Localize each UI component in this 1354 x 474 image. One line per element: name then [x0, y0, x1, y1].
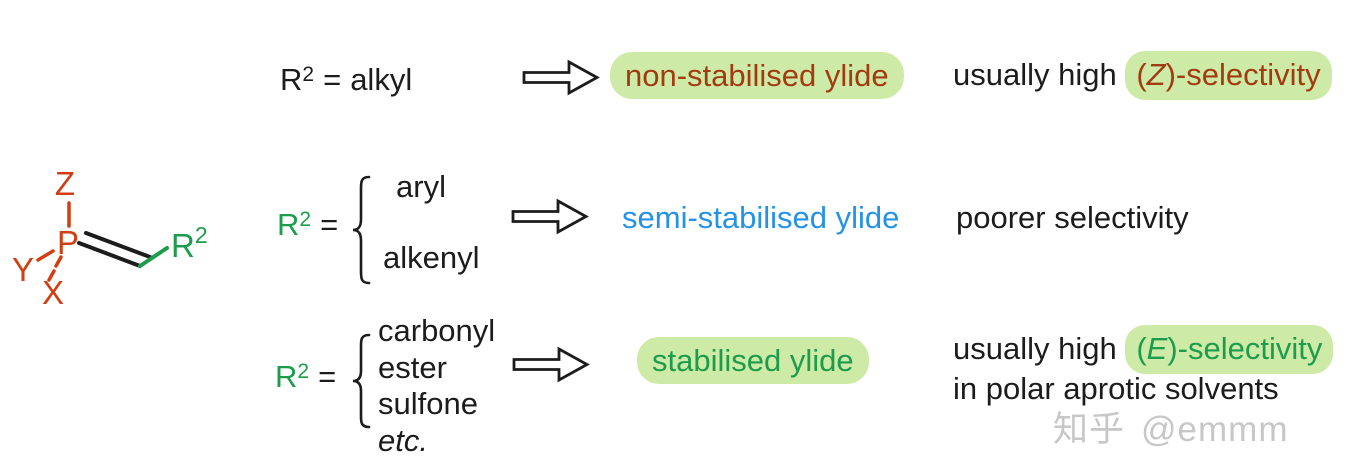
- row3-options: carbonyl ester sulfone etc.: [378, 313, 495, 459]
- watermark-brand: 知乎: [1053, 410, 1126, 449]
- row1-result-label: non-stabilised ylide: [625, 58, 889, 93]
- row1-condition: R2 =alkyl: [280, 56, 412, 98]
- row1-value: alkyl: [350, 62, 413, 97]
- row2-option-alkenyl: alkenyl: [383, 240, 480, 275]
- implies-arrow-icon: [512, 346, 590, 383]
- bond-p-x-dash-1: [54, 255, 63, 268]
- substituent-y-label: Y: [12, 251, 34, 288]
- double-bond-top: [84, 231, 152, 259]
- row3-r-sup: 2: [297, 360, 310, 383]
- row1-sel-letter: Z: [1146, 57, 1166, 92]
- row3-note-line1: usually high (E)-selectivity: [953, 325, 1334, 374]
- row2-option-aryl: aryl: [396, 169, 446, 204]
- row2-r2: R2: [277, 207, 311, 242]
- bond-p-y: [36, 249, 55, 262]
- implies-arrow-icon: [511, 198, 589, 235]
- row1-selectivity-badge: (Z)-selectivity: [1125, 51, 1332, 100]
- r2-base: R: [171, 227, 195, 264]
- row1-r-sup: 2: [302, 63, 315, 86]
- row3-equals: =: [318, 359, 337, 394]
- r2-superscript: 2: [195, 222, 208, 248]
- row3-option-ester: ester: [378, 349, 447, 385]
- phosphorus-label: P: [57, 224, 79, 261]
- watermark-handle: @emmm: [1141, 410, 1289, 449]
- row2-r: R: [277, 207, 300, 242]
- row1-equals: =: [323, 62, 342, 97]
- double-bond-bottom: [77, 241, 142, 268]
- row3-sel-open: (: [1136, 331, 1147, 366]
- row3-sel-rest: )-selectivity: [1167, 331, 1323, 366]
- row2-condition: R2 =: [277, 201, 347, 243]
- row3-option-sulfone: sulfone: [378, 386, 478, 421]
- implies-arrow-icon: [522, 59, 600, 96]
- row1-note-prefix: usually high: [953, 57, 1126, 92]
- row3-selectivity-badge: (E)-selectivity: [1125, 325, 1334, 374]
- row1-r: R: [280, 62, 303, 97]
- row2-r-sup: 2: [299, 208, 312, 231]
- left-brace-row3: [352, 333, 371, 429]
- left-brace-row2: [352, 175, 371, 285]
- watermark: 知乎 @emmm: [1053, 401, 1288, 452]
- row3-note-prefix: usually high: [953, 331, 1126, 366]
- row3-r2: R2: [275, 359, 309, 394]
- row3-result-label: stabilised ylide: [652, 343, 854, 378]
- row3-condition: R2 =: [275, 353, 345, 395]
- bond-p-x-dash-2: [47, 269, 56, 282]
- bond-c-r2: [138, 246, 169, 268]
- row3-note-line2: in polar aprotic solvents: [953, 371, 1279, 406]
- substituent-z-label: Z: [55, 165, 75, 202]
- row3-r: R: [275, 359, 298, 394]
- row3-option-carbonyl: carbonyl: [378, 313, 496, 348]
- row3-sel-letter: E: [1146, 331, 1168, 366]
- row1-note: usually high (Z)-selectivity: [953, 51, 1332, 100]
- ylide-structure: Z P Y X R2: [12, 165, 208, 311]
- row3-option-etc: etc.: [378, 422, 428, 458]
- substituent-x-label: X: [42, 274, 64, 311]
- row2-result-label: semi-stabilised ylide: [622, 200, 900, 235]
- row3-result-badge: stabilised ylide: [637, 337, 869, 384]
- row2-equals: =: [320, 207, 339, 242]
- row2-note: poorer selectivity: [956, 200, 1189, 235]
- row1-result-badge: non-stabilised ylide: [610, 52, 904, 99]
- row1-sel-open: (: [1136, 57, 1147, 92]
- row1-sel-rest: )-selectivity: [1165, 57, 1321, 92]
- r2-label: R2: [171, 222, 208, 264]
